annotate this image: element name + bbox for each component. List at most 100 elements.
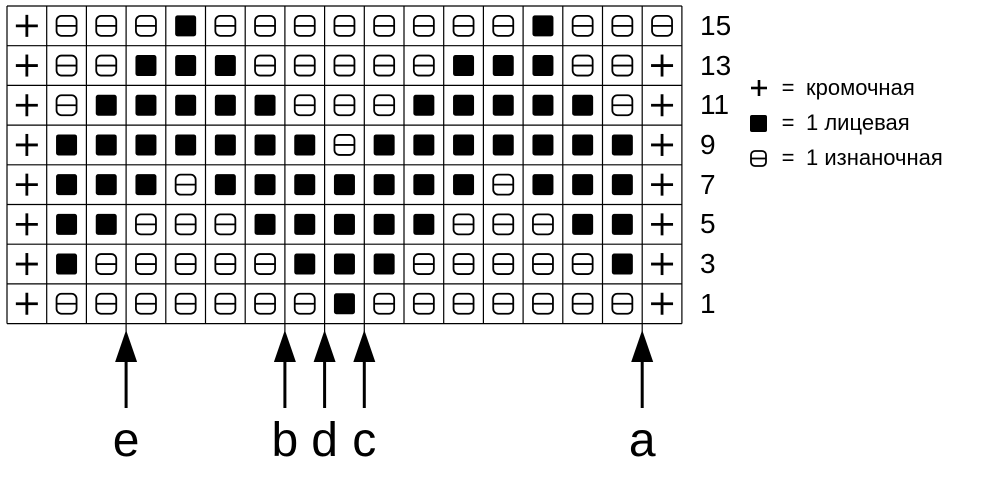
- filled-square-icon: [532, 94, 554, 116]
- knit-stitch-cell: [532, 94, 554, 116]
- filled-square-icon: [572, 213, 594, 235]
- column-marker-label: b: [271, 414, 299, 467]
- purl-stitch-cell: [373, 14, 396, 37]
- purl-stitch-cell: [254, 54, 276, 77]
- filled-square-icon: [532, 134, 554, 156]
- knit-stitch-cell: [294, 174, 316, 196]
- purl-stitch-cell: [135, 213, 157, 236]
- arrow-up-icon: [353, 330, 376, 362]
- purl-stitch-cell: [214, 253, 237, 275]
- knit-stitch-cell: [373, 174, 395, 196]
- filled-square-icon: [56, 253, 78, 275]
- filled-square-icon: [532, 15, 554, 37]
- purl-stitch-cell: [452, 253, 475, 275]
- knit-stitch-cell: [333, 293, 355, 315]
- purl-stitch-cell: [95, 292, 118, 315]
- filled-square-icon: [611, 174, 633, 196]
- filled-square-icon: [492, 94, 514, 116]
- knit-stitch-cell: [532, 55, 554, 77]
- purl-stitch-cell: [492, 253, 515, 275]
- knit-stitch-cell: [572, 94, 594, 116]
- column-marker-label: d: [311, 414, 338, 467]
- filled-square-icon: [175, 134, 197, 156]
- filled-square-icon: [373, 134, 395, 156]
- filled-square-icon: [175, 94, 197, 116]
- purl-stitch-cell: [55, 54, 78, 77]
- purl-stitch-cell: [174, 173, 197, 196]
- filled-square-icon: [611, 213, 633, 235]
- purl-stitch-cell: [373, 94, 396, 117]
- filled-square-icon: [572, 174, 594, 196]
- filled-square-icon: [214, 94, 236, 116]
- filled-square-icon: [175, 55, 197, 77]
- purl-stitch-cell: [254, 14, 276, 37]
- purl-stitch-cell: [333, 54, 356, 77]
- purl-stitch-cell: [571, 54, 594, 77]
- purl-stitch-cell: [174, 292, 197, 315]
- edge-stitch-cell: [15, 173, 38, 196]
- purl-stitch-cell: [55, 94, 78, 117]
- filled-square-icon: [214, 55, 236, 77]
- filled-square-icon: [413, 174, 435, 196]
- legend-equals: =: [781, 145, 795, 170]
- knit-stitch-cell: [135, 134, 157, 156]
- edge-stitch-cell: [651, 54, 674, 77]
- knit-stitch-cell: [453, 174, 475, 196]
- knit-stitch-cell: [56, 213, 78, 235]
- chart-grid: [15, 14, 674, 315]
- filled-square-icon: [294, 134, 316, 156]
- legend-text-knit: 1 лицевая: [806, 110, 910, 135]
- edge-stitch-cell: [651, 292, 674, 315]
- knit-stitch-cell: [333, 253, 355, 275]
- knit-stitch-cell: [294, 213, 316, 235]
- purl-stitch-cell: [611, 292, 634, 315]
- purl-stitch-cell: [412, 14, 435, 37]
- purl-stitch-cell: [135, 14, 157, 37]
- filled-square-icon: [572, 94, 594, 116]
- purl-stitch-cell: [571, 14, 594, 37]
- knit-stitch-cell: [56, 253, 78, 275]
- filled-square-icon: [254, 174, 276, 196]
- purl-stitch-cell: [412, 292, 435, 315]
- knit-stitch-cell: [56, 174, 78, 196]
- knit-stitch-cell: [492, 55, 514, 77]
- purl-stitch-cell: [373, 54, 396, 77]
- purl-stitch-cell: [293, 14, 316, 37]
- legend-equals: =: [781, 75, 795, 100]
- knit-stitch-cell: [175, 15, 197, 37]
- knit-stitch-cell: [373, 134, 395, 156]
- purl-stitch-cell: [254, 253, 276, 275]
- purl-stitch-cell: [254, 292, 276, 315]
- purl-stitch-cell: [95, 253, 118, 275]
- edge-stitch-cell: [15, 94, 38, 117]
- filled-square-icon: [175, 15, 197, 37]
- legend-text-edge: кромочная: [806, 75, 915, 100]
- filled-square-icon: [95, 94, 117, 116]
- purl-stitch-cell: [135, 292, 157, 315]
- purl-stitch-cell: [135, 253, 157, 275]
- purl-stitch-cell: [55, 14, 78, 37]
- filled-square-icon: [56, 174, 78, 196]
- filled-square-icon: [56, 134, 78, 156]
- purl-stitch-cell: [611, 54, 634, 77]
- filled-square-icon: [214, 174, 236, 196]
- knit-stitch-cell: [95, 134, 117, 156]
- purl-stitch-cell: [373, 292, 396, 315]
- row-number-label: 5: [700, 208, 716, 240]
- knit-stitch-cell: [611, 253, 633, 275]
- column-marker-label: e: [112, 414, 140, 467]
- filled-square-icon: [254, 134, 276, 156]
- knit-stitch-cell: [175, 55, 197, 77]
- filled-square-icon: [254, 94, 276, 116]
- column-markers: [115, 323, 654, 408]
- edge-stitch-cell: [15, 292, 38, 315]
- knit-stitch-cell: [532, 134, 554, 156]
- edge-stitch-cell: [15, 213, 38, 236]
- row-number-label: 11: [700, 89, 730, 121]
- edge-stitch-cell: [15, 253, 38, 276]
- row-number-label: 3: [700, 248, 716, 280]
- knit-stitch-cell: [572, 134, 594, 156]
- filled-square-icon: [294, 253, 316, 275]
- purl-stitch-cell: [492, 173, 515, 196]
